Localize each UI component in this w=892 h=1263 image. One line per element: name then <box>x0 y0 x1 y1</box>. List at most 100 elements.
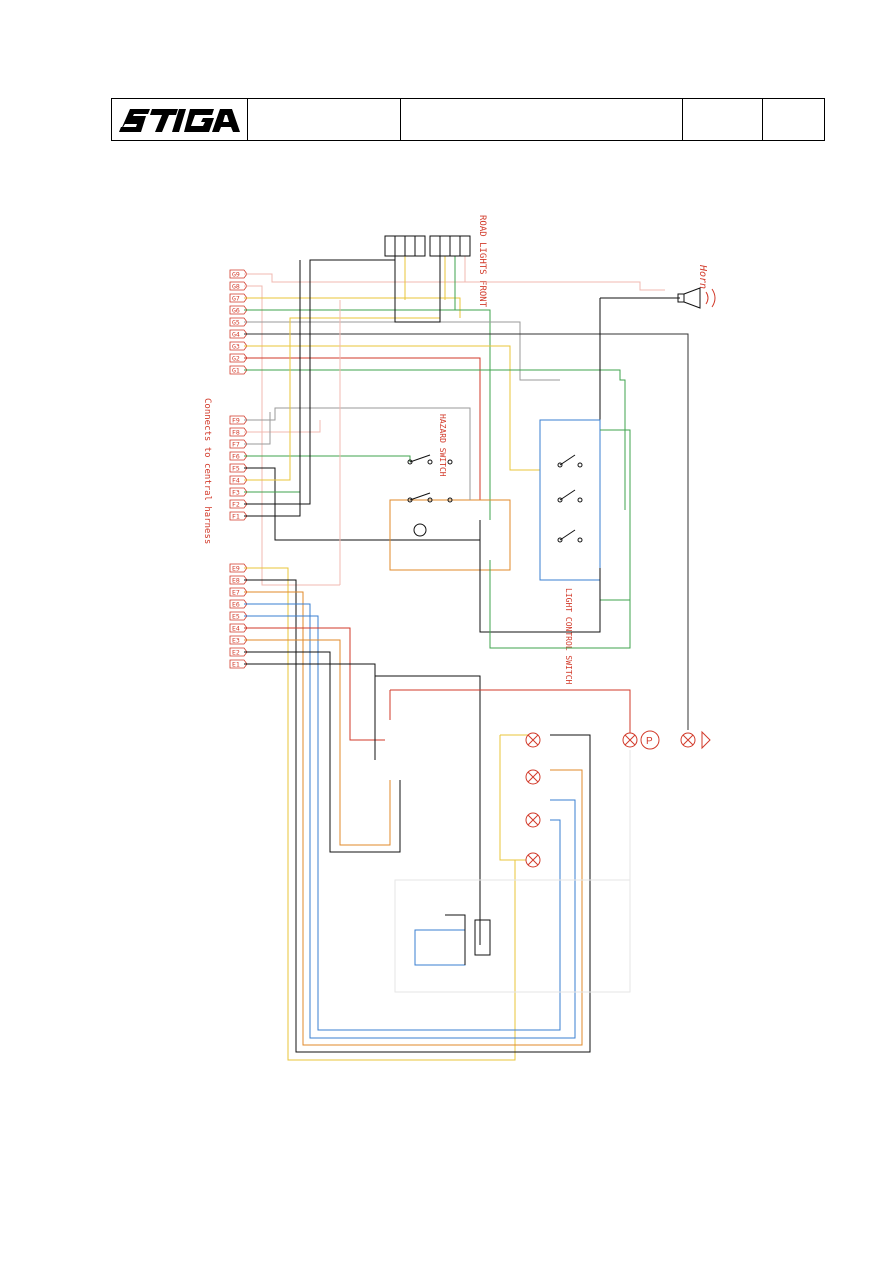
wire-f4 <box>244 317 440 481</box>
connector-pin-e6 <box>229 599 248 609</box>
connector-pin-f4 <box>229 475 248 485</box>
connector-label-f6: F6 <box>232 453 240 461</box>
stiga-logo <box>118 108 240 132</box>
wire-e2 <box>244 651 401 853</box>
wire-rl-1 <box>394 255 441 323</box>
wires <box>244 255 689 1061</box>
wire-e7 <box>244 591 583 1046</box>
connector-pin-g2 <box>229 353 248 363</box>
light-control-switch <box>557 454 583 543</box>
connector-pin-f9 <box>229 415 248 425</box>
horn-icon <box>677 287 716 309</box>
wire-f7 <box>244 412 271 445</box>
relay-box <box>474 919 491 956</box>
wire-lamp-p <box>389 689 631 735</box>
connector-pin-e1 <box>229 659 248 669</box>
connector-pin-e7 <box>229 587 248 597</box>
wire-g2 <box>244 357 481 500</box>
connector-label-f1: F1 <box>232 513 240 521</box>
connector-label-g8: G8 <box>232 283 240 291</box>
wire-f2 <box>244 259 395 505</box>
horn-title: Horn <box>697 264 708 289</box>
wire-g1 <box>244 369 626 510</box>
connector-pin-e4 <box>229 623 248 633</box>
connector-pin-f6 <box>229 451 248 461</box>
wire-f9 <box>244 407 471 430</box>
wire-g6 <box>244 309 491 520</box>
connector-label-f2: F2 <box>232 501 240 509</box>
connector-pin-g3 <box>229 341 248 351</box>
connector-pin-f3 <box>229 487 248 497</box>
connector-label-f3: F3 <box>232 489 240 497</box>
lamp-3 <box>525 812 541 828</box>
wire-f8 <box>244 420 321 433</box>
wire-g4 <box>244 333 689 730</box>
connector-pin-g7 <box>229 293 248 303</box>
wire-lamp-yellow <box>499 734 530 861</box>
connector-pin-f1 <box>229 511 248 521</box>
connector-pin-f8 <box>229 427 248 437</box>
road-lights-title: ROAD LIGHTS FRONT <box>477 215 487 308</box>
connector-pin-e9 <box>229 563 248 573</box>
connector-pin-g1 <box>229 365 248 375</box>
lamp-parking-brake: P <box>622 730 660 750</box>
connector-label-g2: G2 <box>232 355 240 363</box>
connector-label-e5: E5 <box>232 613 240 621</box>
wire-hz-orange <box>389 499 511 571</box>
wire-f3 <box>244 322 301 493</box>
connector-pin-e3 <box>229 635 248 645</box>
wire-g5 <box>244 321 560 381</box>
logo-cell <box>112 99 248 140</box>
wire-motor <box>445 914 466 965</box>
wire-e9 <box>244 567 516 1061</box>
connector-label-f9: F9 <box>232 417 240 425</box>
wire-g9 <box>244 273 665 291</box>
hazard-switch-title: HAZARD SWITCH <box>438 414 447 477</box>
connector-label-e6: E6 <box>232 601 240 609</box>
wire-g7 <box>244 297 461 318</box>
connector-label-g6: G6 <box>232 307 240 315</box>
connector-pin-e5 <box>229 611 248 621</box>
road-lights-connectors <box>384 235 471 257</box>
connector-pin-e2 <box>229 647 248 657</box>
connector-label-g7: G7 <box>232 295 240 303</box>
light-control-title: LIGHT CONTROL SWITCH <box>564 588 573 685</box>
connector-pin-e8 <box>229 575 248 585</box>
wire-f1 <box>244 260 301 517</box>
connector-label-f8: F8 <box>232 429 240 437</box>
title-cell-3 <box>683 99 763 140</box>
wire-e3 <box>244 639 391 846</box>
wire-ls-green <box>600 429 631 601</box>
lamp-indicator <box>680 730 711 750</box>
wire-ls-green2 <box>489 540 631 649</box>
connector-pin-f7 <box>229 439 248 449</box>
connector-label-e8: E8 <box>232 577 240 585</box>
connector-pin-f2 <box>229 499 248 509</box>
connector-label-f7: F7 <box>232 441 240 449</box>
light-switch-box <box>539 419 601 581</box>
title-cell-2 <box>401 99 683 140</box>
wire-f6 <box>244 455 411 462</box>
indicator-lamps: P <box>525 730 711 868</box>
connector-pin-f5 <box>229 463 248 473</box>
connector-label-e7: E7 <box>232 589 240 597</box>
wire-e5 <box>244 615 561 1031</box>
wire-e1 <box>244 663 481 945</box>
connector-label-g9: G9 <box>232 271 240 279</box>
lamp-4 <box>525 852 541 868</box>
hazard-switch <box>407 454 453 537</box>
connector-label-e9: E9 <box>232 565 240 573</box>
wire-g8 <box>244 285 340 586</box>
connector-label-g4: G4 <box>232 331 240 339</box>
title-cell-1 <box>248 99 401 140</box>
left-harness-label: Connects to central harness <box>202 398 212 544</box>
wire-e8 <box>244 579 591 1053</box>
connector-label-g3: G3 <box>232 343 240 351</box>
wire-g3 <box>244 345 540 471</box>
connector-label-e2: E2 <box>232 649 240 657</box>
connector-label-e4: E4 <box>232 625 240 633</box>
